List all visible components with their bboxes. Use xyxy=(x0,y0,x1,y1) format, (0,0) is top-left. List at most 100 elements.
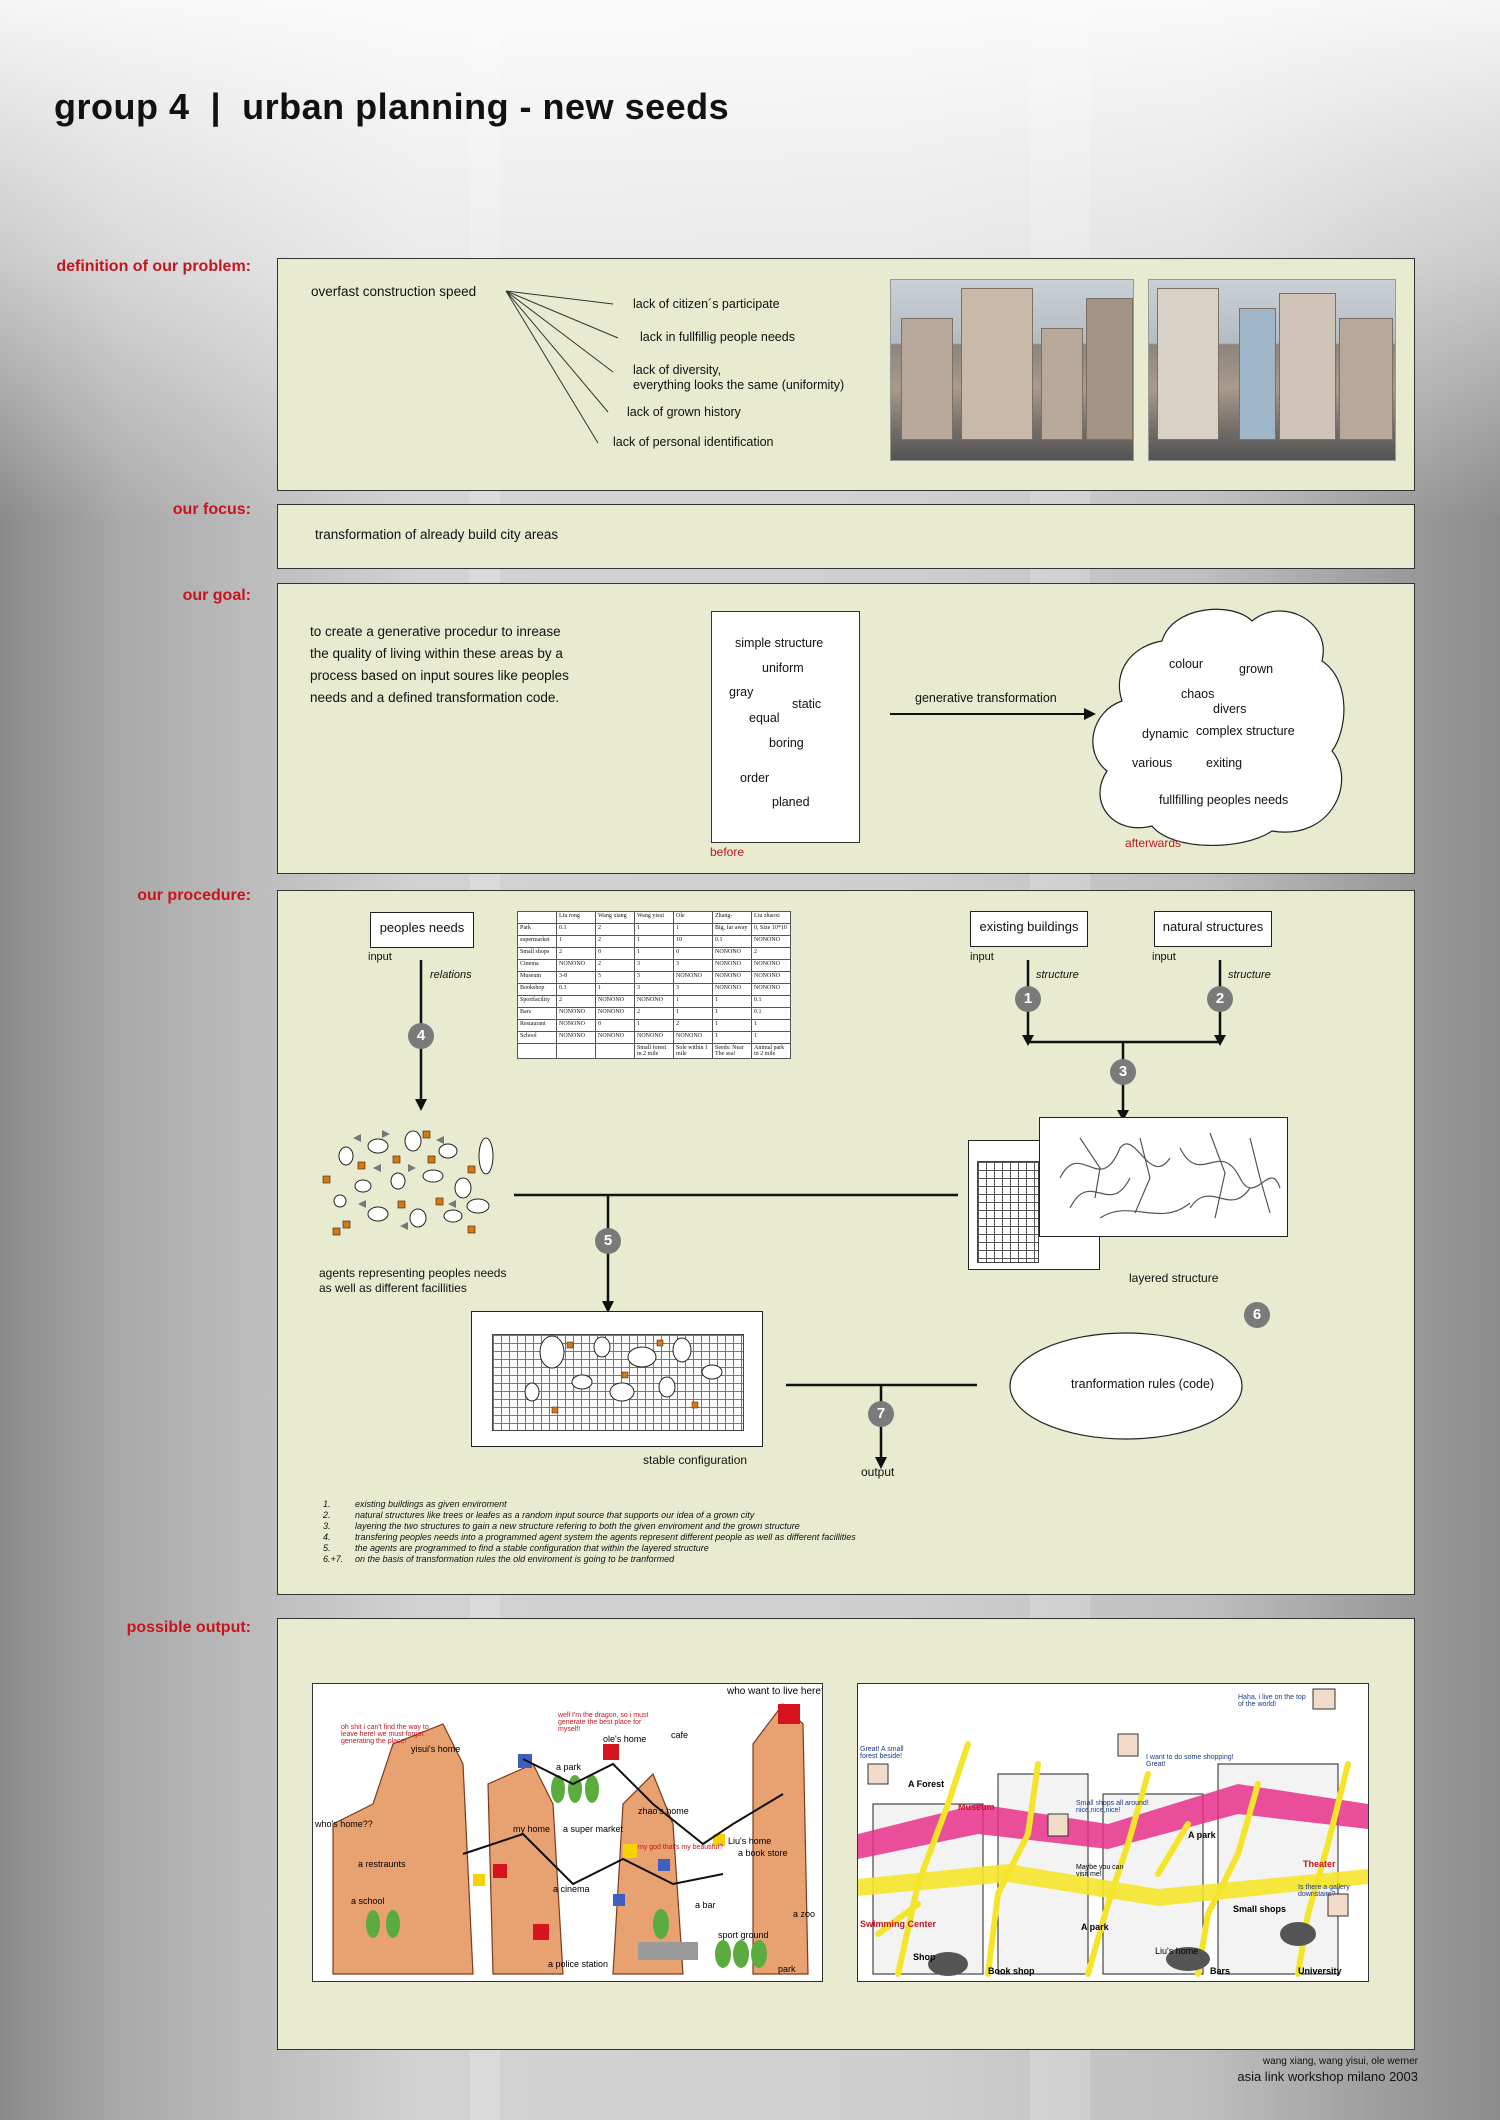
table-cell: Small shops xyxy=(517,947,557,960)
table-cell: Ole xyxy=(673,911,713,924)
step-6-badge: 6 xyxy=(1244,1302,1270,1328)
street-photo xyxy=(1148,279,1396,461)
table-cell: 1 xyxy=(673,923,713,936)
input-label: input xyxy=(1152,951,1176,963)
procedure-notes: 1.existing buildings as given enviroment… xyxy=(323,1499,856,1565)
table-cell: Zhang- xyxy=(712,911,752,924)
table-cell: NONONO xyxy=(712,971,752,984)
step-4-badge: 4 xyxy=(408,1023,434,1049)
problem-branch: lack of diversity, xyxy=(633,363,721,377)
problem-root: overfast construction speed xyxy=(311,284,477,299)
callout: a book store xyxy=(738,1848,788,1858)
callout: who's home?? xyxy=(315,1819,373,1829)
table-cell: 1 xyxy=(634,947,674,960)
credit-workshop: asia link workshop milano 2003 xyxy=(1237,2069,1418,2084)
step-3-badge: 3 xyxy=(1110,1059,1136,1085)
table-cell: Wang yisui xyxy=(634,911,674,924)
table-cell: NONONO xyxy=(595,1031,635,1044)
input-label: input xyxy=(368,951,392,963)
callout: sport ground xyxy=(718,1930,769,1940)
table-cell: NONONO xyxy=(673,971,713,984)
callout: Book shop xyxy=(988,1966,1035,1976)
table-cell: 0, Size 10*10 xyxy=(751,923,791,936)
table-cell: Park xyxy=(517,923,557,936)
table-cell: Bookshop xyxy=(517,983,557,996)
callout: a zoo xyxy=(793,1909,816,1919)
callout: Haha, i live on the top of the world! xyxy=(1238,1694,1306,1708)
rules-label: tranformation rules (code) xyxy=(1071,1377,1215,1391)
goal-text-line: to create a generative procedur to inrea… xyxy=(310,624,561,639)
stable-configuration-image xyxy=(471,1311,763,1447)
table-cell: 1 xyxy=(712,1019,752,1032)
step-5-badge: 5 xyxy=(595,1228,621,1254)
note-row: 4.transfering peoples needs into a progr… xyxy=(323,1532,856,1542)
callout: a restraunts xyxy=(358,1859,406,1869)
after-word: fullfilling peoples needs xyxy=(1159,793,1289,807)
table-cell: 2 xyxy=(634,1007,674,1020)
callout: Theater xyxy=(1303,1859,1336,1869)
before-box: simple structure uniform gray static equ… xyxy=(711,611,860,843)
callout: my home xyxy=(513,1824,551,1834)
structure-label: structure xyxy=(1228,969,1271,981)
table-cell: 0.1 xyxy=(712,935,752,948)
after-word: various xyxy=(1132,756,1173,770)
table-cell: NONONO xyxy=(673,1031,713,1044)
callout: a bar xyxy=(695,1900,716,1910)
callout: who want to live here? xyxy=(727,1686,823,1697)
table-cell: 3 xyxy=(634,983,674,996)
table-cell: Seeds: Near The sea! xyxy=(712,1043,752,1059)
callout: A Forest xyxy=(908,1779,945,1789)
table-cell: 1 xyxy=(634,923,674,936)
table-cell: Museum xyxy=(517,971,557,984)
street-photo xyxy=(890,279,1134,461)
label-goal: our goal: xyxy=(182,587,251,604)
callout: yisui's home xyxy=(411,1744,461,1754)
table-cell: NONONO xyxy=(634,1031,674,1044)
table-cell: NONONO xyxy=(556,1019,596,1032)
existing-buildings-box: existing buildings xyxy=(970,911,1088,947)
table-cell: Wang xiang xyxy=(595,911,635,924)
table-cell: Small forest in 2 mile xyxy=(634,1043,674,1059)
table-cell: 2 xyxy=(556,947,596,960)
table-cell: NONONO xyxy=(556,1007,596,1020)
note-row: 3.layering the two structures to gain a … xyxy=(323,1521,800,1531)
after-word: complex structure xyxy=(1196,724,1295,738)
label-procedure: our procedure: xyxy=(137,887,251,904)
table-cell xyxy=(517,911,557,924)
table-cell: NONONO xyxy=(556,959,596,972)
table-cell: 0 xyxy=(595,947,635,960)
afterwards-cloud xyxy=(1092,608,1345,846)
label-problem: definition of our problem: xyxy=(56,258,251,275)
callout: a school xyxy=(351,1896,385,1906)
callout: Maybe you can visit me! xyxy=(1076,1864,1124,1878)
callout: well I'm the dragon, so i must generate … xyxy=(558,1712,649,1733)
table-cell: Restaurant xyxy=(517,1019,557,1032)
input-label: input xyxy=(970,951,994,963)
agents-diagram xyxy=(322,1130,494,1236)
callout: Small shops xyxy=(1233,1904,1287,1914)
after-word: chaos xyxy=(1181,687,1215,701)
callout: Museum xyxy=(958,1802,995,1812)
problem-branch: lack of citizen´s participate xyxy=(633,297,780,311)
table-cell: 3 xyxy=(673,959,713,972)
table-cell: 2 xyxy=(595,959,635,972)
table-cell: 0.1 xyxy=(751,995,791,1008)
callout: a park xyxy=(556,1762,582,1772)
step-2-badge: 2 xyxy=(1207,986,1233,1012)
callout: zhao's home xyxy=(638,1806,689,1816)
table-cell: 0.3 xyxy=(556,983,596,996)
after-word: divers xyxy=(1213,702,1247,716)
callout: a police station xyxy=(548,1959,609,1969)
table-cell: Bars xyxy=(517,1007,557,1020)
transformation-label: generative transformation xyxy=(915,691,1057,705)
goal-text-line: process based on input soures like peopl… xyxy=(310,668,569,683)
table-cell: 3 xyxy=(634,959,674,972)
